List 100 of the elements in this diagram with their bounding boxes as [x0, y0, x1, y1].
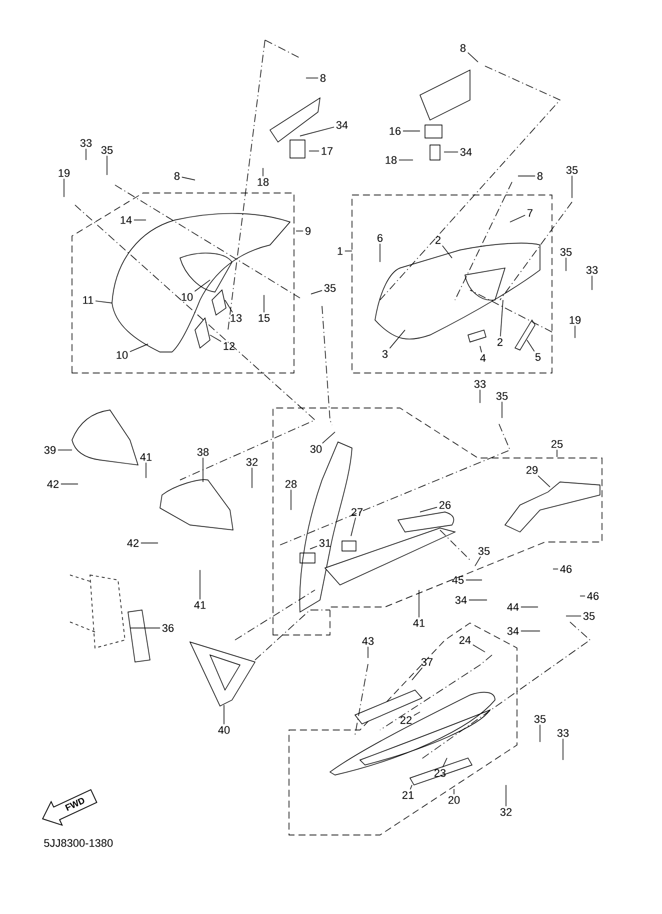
callout-number: 41 — [140, 453, 152, 461]
callout-number: 20 — [448, 796, 460, 804]
leader-line — [290, 489, 292, 510]
callout-number: 41 — [413, 619, 425, 627]
callout-number: 29 — [526, 466, 538, 474]
leader-line — [210, 334, 222, 342]
leader-line — [296, 230, 304, 232]
leader-line — [526, 340, 535, 352]
callout-number: 7 — [528, 209, 532, 217]
leader-line — [520, 606, 538, 608]
callout-number: 21 — [402, 791, 414, 799]
direction-label: FWD — [64, 798, 84, 811]
leader-line — [442, 758, 448, 768]
callout-number: 34 — [507, 627, 519, 635]
callout-number: 27 — [351, 508, 363, 516]
leader-line — [420, 506, 438, 512]
callout-number: 45 — [452, 576, 464, 584]
leader-line — [106, 155, 108, 176]
leader-line — [310, 546, 318, 550]
leader-line — [344, 250, 352, 252]
callout-number: 5 — [535, 353, 541, 361]
callout-number: 19 — [570, 316, 581, 324]
leader-line — [130, 344, 148, 352]
callout-number: 24 — [459, 636, 471, 644]
leader-line — [510, 214, 526, 222]
callout-number: 8 — [460, 44, 466, 52]
leader-line — [350, 517, 356, 536]
callout-number: 42 — [47, 480, 59, 488]
leader-line — [310, 290, 322, 294]
callout-number: 14 — [120, 216, 132, 224]
callout-number: 40 — [218, 726, 230, 734]
callout-number: 17 — [322, 147, 333, 155]
callout-number: 8 — [174, 172, 180, 180]
leader-line — [262, 168, 264, 177]
leader-line — [308, 150, 320, 152]
leader-line — [442, 245, 452, 258]
leader-line — [194, 280, 210, 292]
callout-number: 30 — [310, 445, 322, 453]
callout-number: 3 — [382, 350, 388, 358]
callout-number: 15 — [258, 314, 270, 322]
leader-line — [322, 432, 336, 444]
callout-number: 35 — [101, 146, 113, 154]
callout-number: 12 — [224, 342, 235, 350]
callout-number: 35 — [583, 612, 595, 620]
callout-number: 35 — [496, 392, 508, 400]
callout-number: 10 — [182, 293, 193, 301]
callout-number: 35 — [324, 284, 336, 292]
leader-line — [480, 346, 482, 353]
leader-line — [95, 300, 112, 304]
callout-number: 23 — [434, 769, 446, 777]
leader-line — [574, 325, 576, 338]
callout-number: 26 — [439, 501, 451, 509]
callout-number: 46 — [587, 592, 599, 600]
leader-line — [468, 52, 478, 62]
callout-number: 34 — [455, 596, 467, 604]
leader-line — [182, 176, 196, 180]
leader-line — [472, 644, 486, 652]
callout-number: 4 — [480, 354, 486, 362]
callout-number: 38 — [197, 448, 209, 456]
callout-number: 18 — [258, 178, 269, 186]
leader-line — [414, 712, 420, 716]
callout-number: 33 — [557, 729, 569, 737]
callout-number: 39 — [44, 446, 56, 454]
leader-line — [562, 738, 564, 760]
callout-number: 8 — [537, 172, 543, 180]
callout-number: 35 — [478, 547, 490, 555]
callout-number: 25 — [551, 440, 563, 448]
callout-number: 36 — [162, 624, 174, 632]
callout-number: 32 — [500, 808, 512, 816]
callout-number: 18 — [386, 156, 397, 164]
callout-number: 35 — [534, 715, 546, 723]
leader-line — [202, 457, 204, 482]
callout-number: 19 — [58, 169, 70, 177]
callout-number: 35 — [560, 248, 572, 256]
callout-number: 33 — [474, 380, 486, 388]
leader-line — [552, 568, 558, 570]
part-code: 5JJ8300-1380 — [44, 839, 113, 847]
callout-number: 28 — [285, 480, 297, 488]
callout-number: 9 — [305, 227, 311, 235]
callout-number: 34 — [336, 121, 348, 129]
callout-number: 46 — [560, 565, 572, 573]
callout-number: 42 — [127, 539, 139, 547]
leader-line — [300, 126, 334, 136]
callout-number: 41 — [194, 601, 206, 609]
callout-number: 37 — [421, 658, 433, 666]
leader-line — [520, 630, 540, 632]
leader-line — [389, 330, 406, 349]
callout-number: 16 — [390, 127, 401, 135]
callout-number: 44 — [507, 603, 519, 611]
callout-number: 31 — [319, 539, 331, 547]
callout-number: 35 — [566, 166, 578, 174]
leader-line — [402, 130, 420, 132]
callout-number: 11 — [83, 296, 94, 304]
callout-number: 2 — [498, 338, 502, 346]
leader-line — [500, 300, 504, 337]
leader-line — [474, 556, 481, 566]
leader-line — [140, 542, 158, 544]
callout-number: 10 — [116, 351, 128, 359]
callout-number: 33 — [80, 139, 92, 147]
callout-number: 6 — [378, 234, 383, 242]
